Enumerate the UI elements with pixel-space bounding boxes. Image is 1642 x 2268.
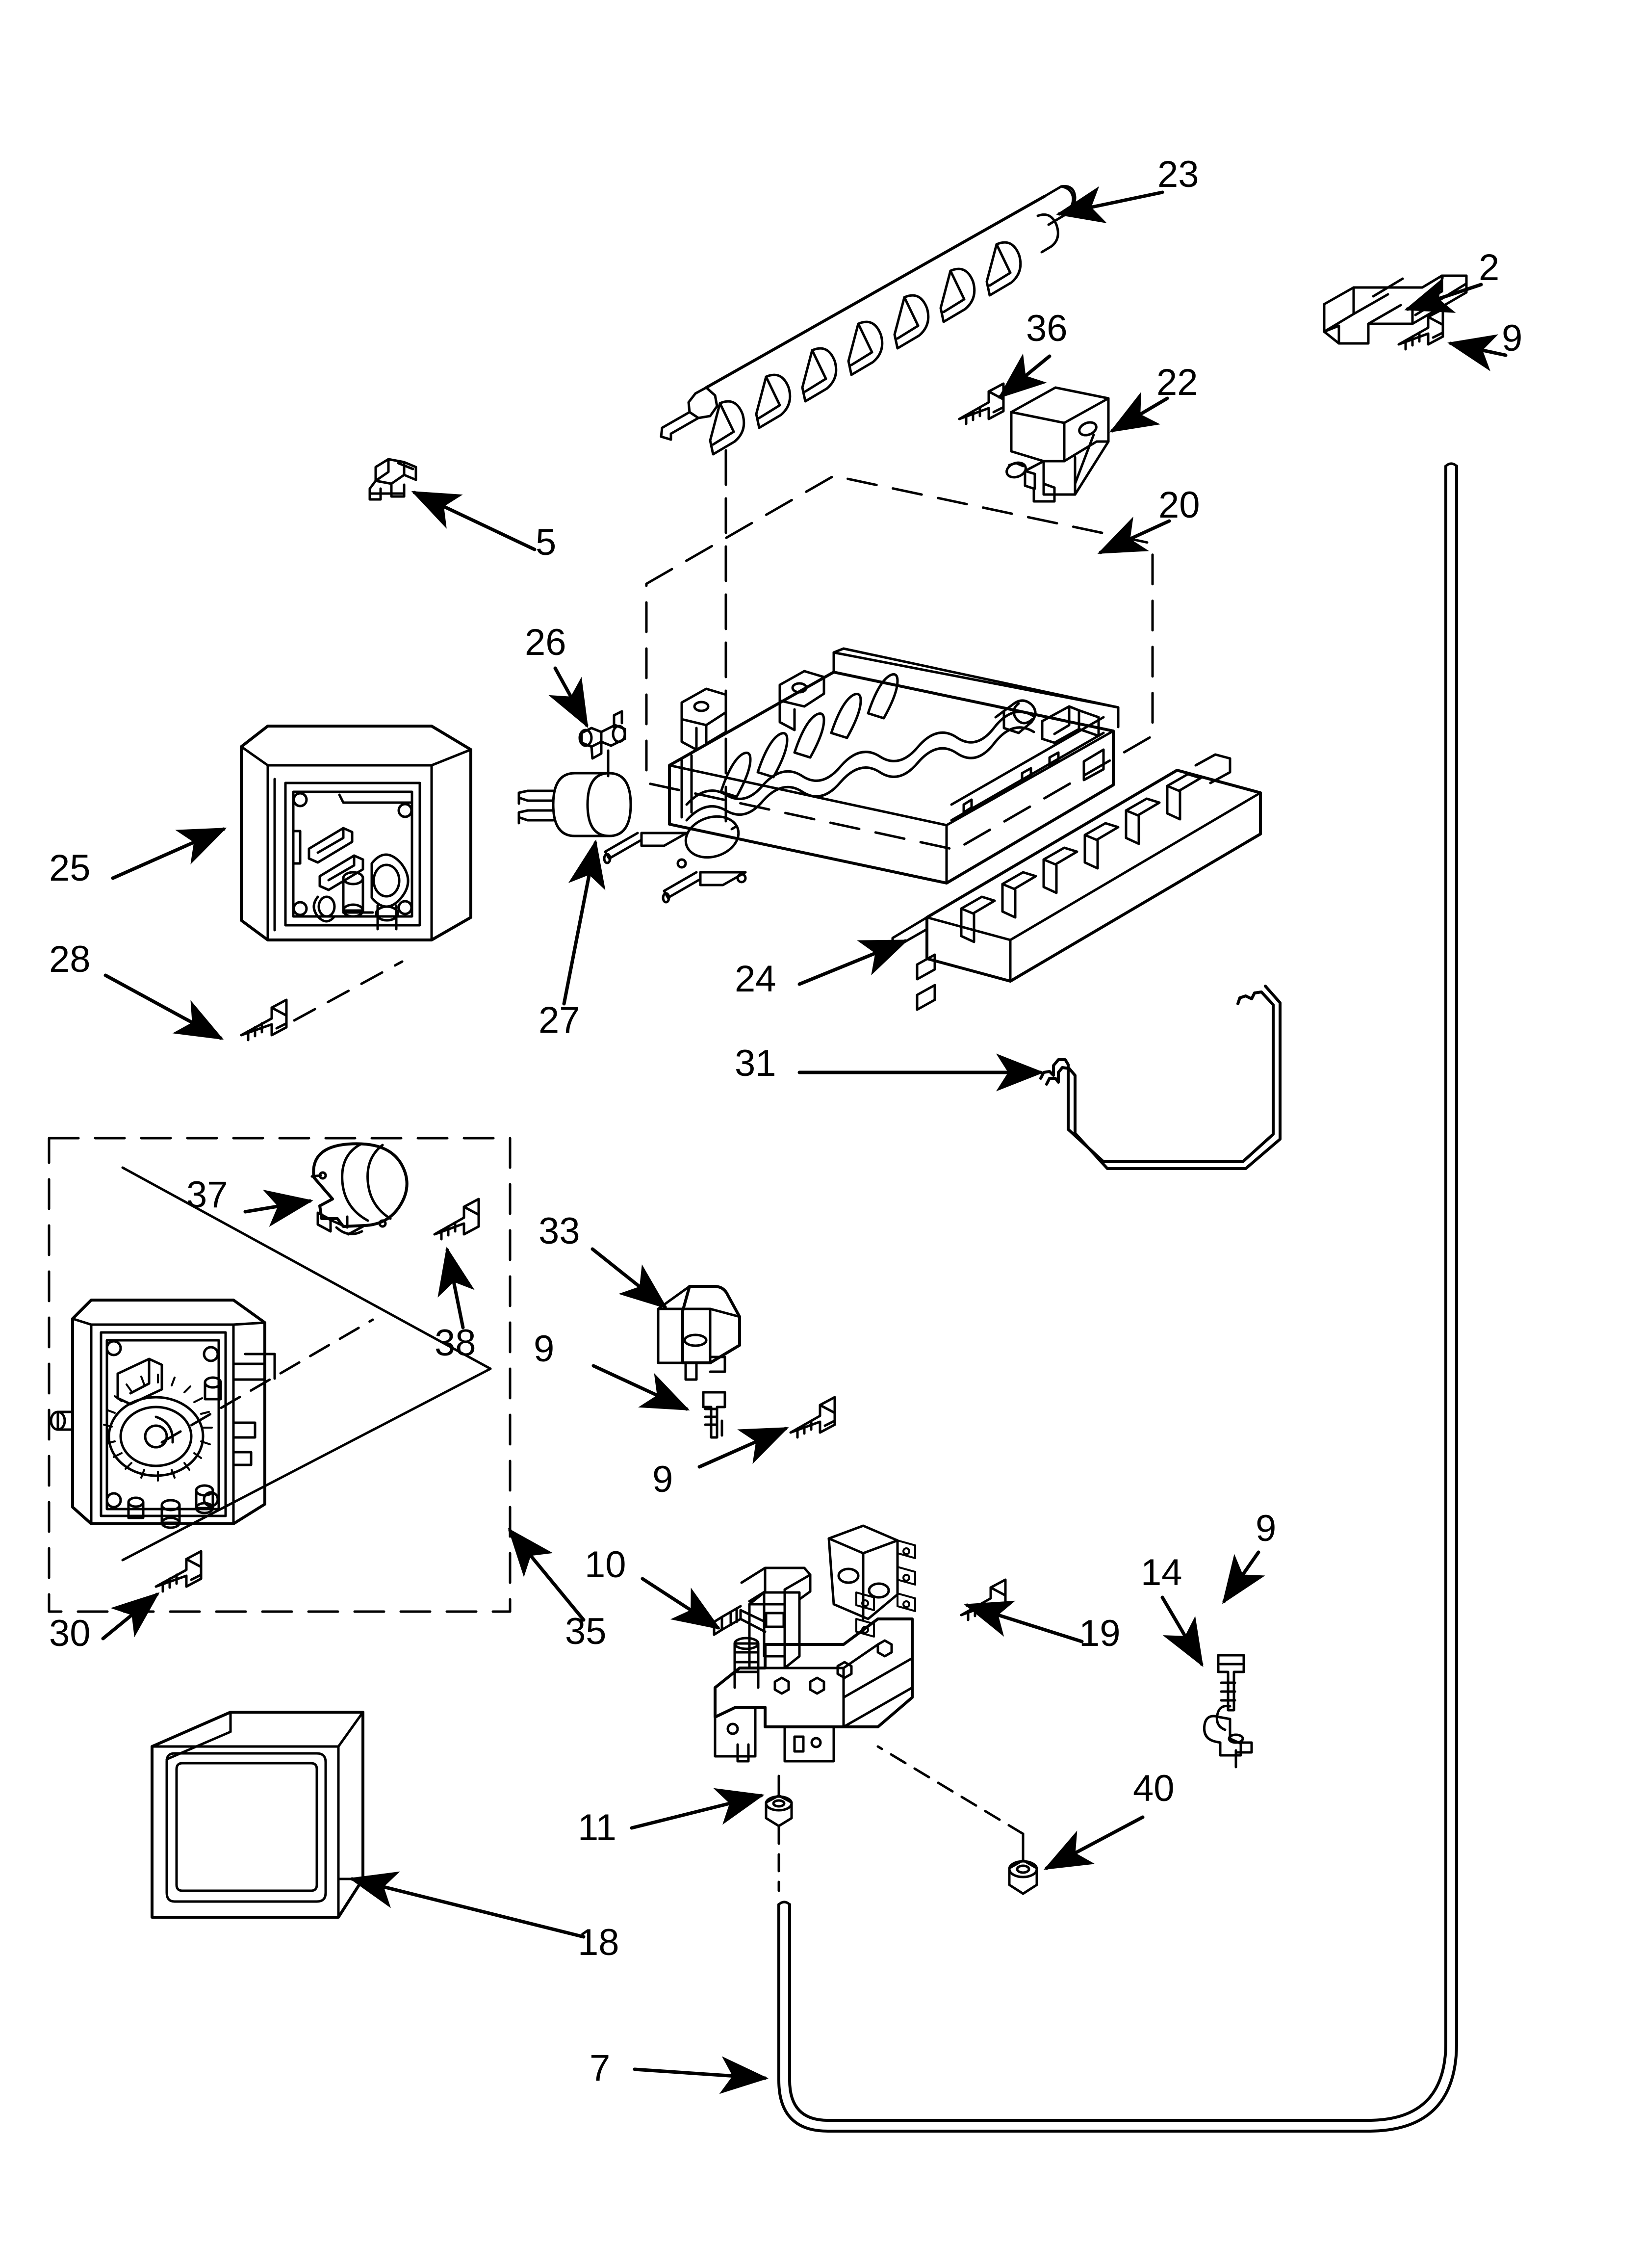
callout-9-top-right[interactable]: 9 <box>1502 317 1523 359</box>
part-icemaker-control-module-25 <box>240 725 472 941</box>
callout-26[interactable]: 26 <box>525 622 566 663</box>
callout-9-mid-right[interactable]: 9 <box>652 1459 673 1500</box>
part-water-fill-cup-22 <box>1005 386 1110 503</box>
part-screw-9-top-right <box>1397 308 1444 351</box>
callout-20[interactable]: 20 <box>1158 484 1200 526</box>
part-icemaker-motor-37 <box>310 1142 409 1236</box>
dashed-box-mold <box>645 449 1154 851</box>
callout-18[interactable]: 18 <box>578 1922 619 1963</box>
callout-14[interactable]: 14 <box>1141 1552 1182 1593</box>
part-tubing-clamp-14 <box>1203 1704 1253 1769</box>
part-ice-guide-bracket-2 <box>1323 274 1468 345</box>
callout-9-mid[interactable]: 9 <box>534 1328 555 1370</box>
part-module-assembly-35 <box>50 1299 276 1529</box>
callout-38[interactable]: 38 <box>435 1322 476 1364</box>
part-ice-ejector-arm-23 <box>660 184 1077 456</box>
callout-31[interactable]: 31 <box>735 1043 776 1084</box>
callout-22[interactable]: 22 <box>1156 362 1198 403</box>
part-switch-cover-33 <box>657 1285 741 1381</box>
alignment-dash-module <box>293 960 404 1022</box>
callout-2[interactable]: 2 <box>1479 247 1500 288</box>
callout-28[interactable]: 28 <box>49 938 91 980</box>
part-screw-9-mid-right <box>789 1396 836 1439</box>
part-water-inlet-valve-10 <box>713 1524 916 1763</box>
dashed-box-module-assembly <box>48 1137 512 1613</box>
part-compression-nut-11 <box>765 1774 793 1827</box>
callout-7[interactable]: 7 <box>590 2047 611 2089</box>
part-screw-9-clamp <box>1217 1654 1245 1712</box>
callout-25[interactable]: 25 <box>49 847 91 889</box>
part-icemaker-access-cover-18 <box>151 1711 364 1919</box>
callout-40[interactable]: 40 <box>1133 1768 1175 1809</box>
part-shaft-coupling-26 <box>578 710 626 778</box>
callout-9-clamp[interactable]: 9 <box>1256 1508 1277 1549</box>
leader-lines <box>101 186 1508 2094</box>
callout-35[interactable]: 35 <box>565 1611 607 1652</box>
part-thermal-bimetal-motor-27 <box>517 772 632 837</box>
part-screw-36 <box>958 382 1005 425</box>
part-screw-28 <box>240 998 288 1042</box>
callout-24[interactable]: 24 <box>735 958 776 1000</box>
callout-10[interactable]: 10 <box>585 1544 626 1586</box>
callout-5[interactable]: 5 <box>536 521 557 563</box>
part-screw-9-mid <box>702 1391 726 1439</box>
part-screw-30 <box>154 1550 203 1593</box>
part-water-supply-tube-7 <box>777 462 1458 2133</box>
part-screw-38 <box>433 1198 480 1241</box>
part-compression-nut-40 <box>1008 1832 1038 1895</box>
callout-27[interactable]: 27 <box>539 999 580 1041</box>
part-icemaker-mold-body-20 <box>603 647 1120 904</box>
part-ice-stripper-24 <box>891 753 1262 1011</box>
callout-23[interactable]: 23 <box>1157 154 1199 195</box>
callout-11[interactable]: 11 <box>578 1807 616 1849</box>
callout-30[interactable]: 30 <box>49 1613 91 1654</box>
assembly-leader-lines <box>121 1166 492 1562</box>
callout-19[interactable]: 19 <box>1079 1613 1121 1654</box>
part-wire-clip-5 <box>368 458 417 501</box>
callout-36[interactable]: 36 <box>1026 308 1068 349</box>
part-bail-shutoff-arm-31 <box>1039 985 1282 1170</box>
callout-37[interactable]: 37 <box>186 1174 228 1216</box>
callout-33[interactable]: 33 <box>539 1210 580 1252</box>
